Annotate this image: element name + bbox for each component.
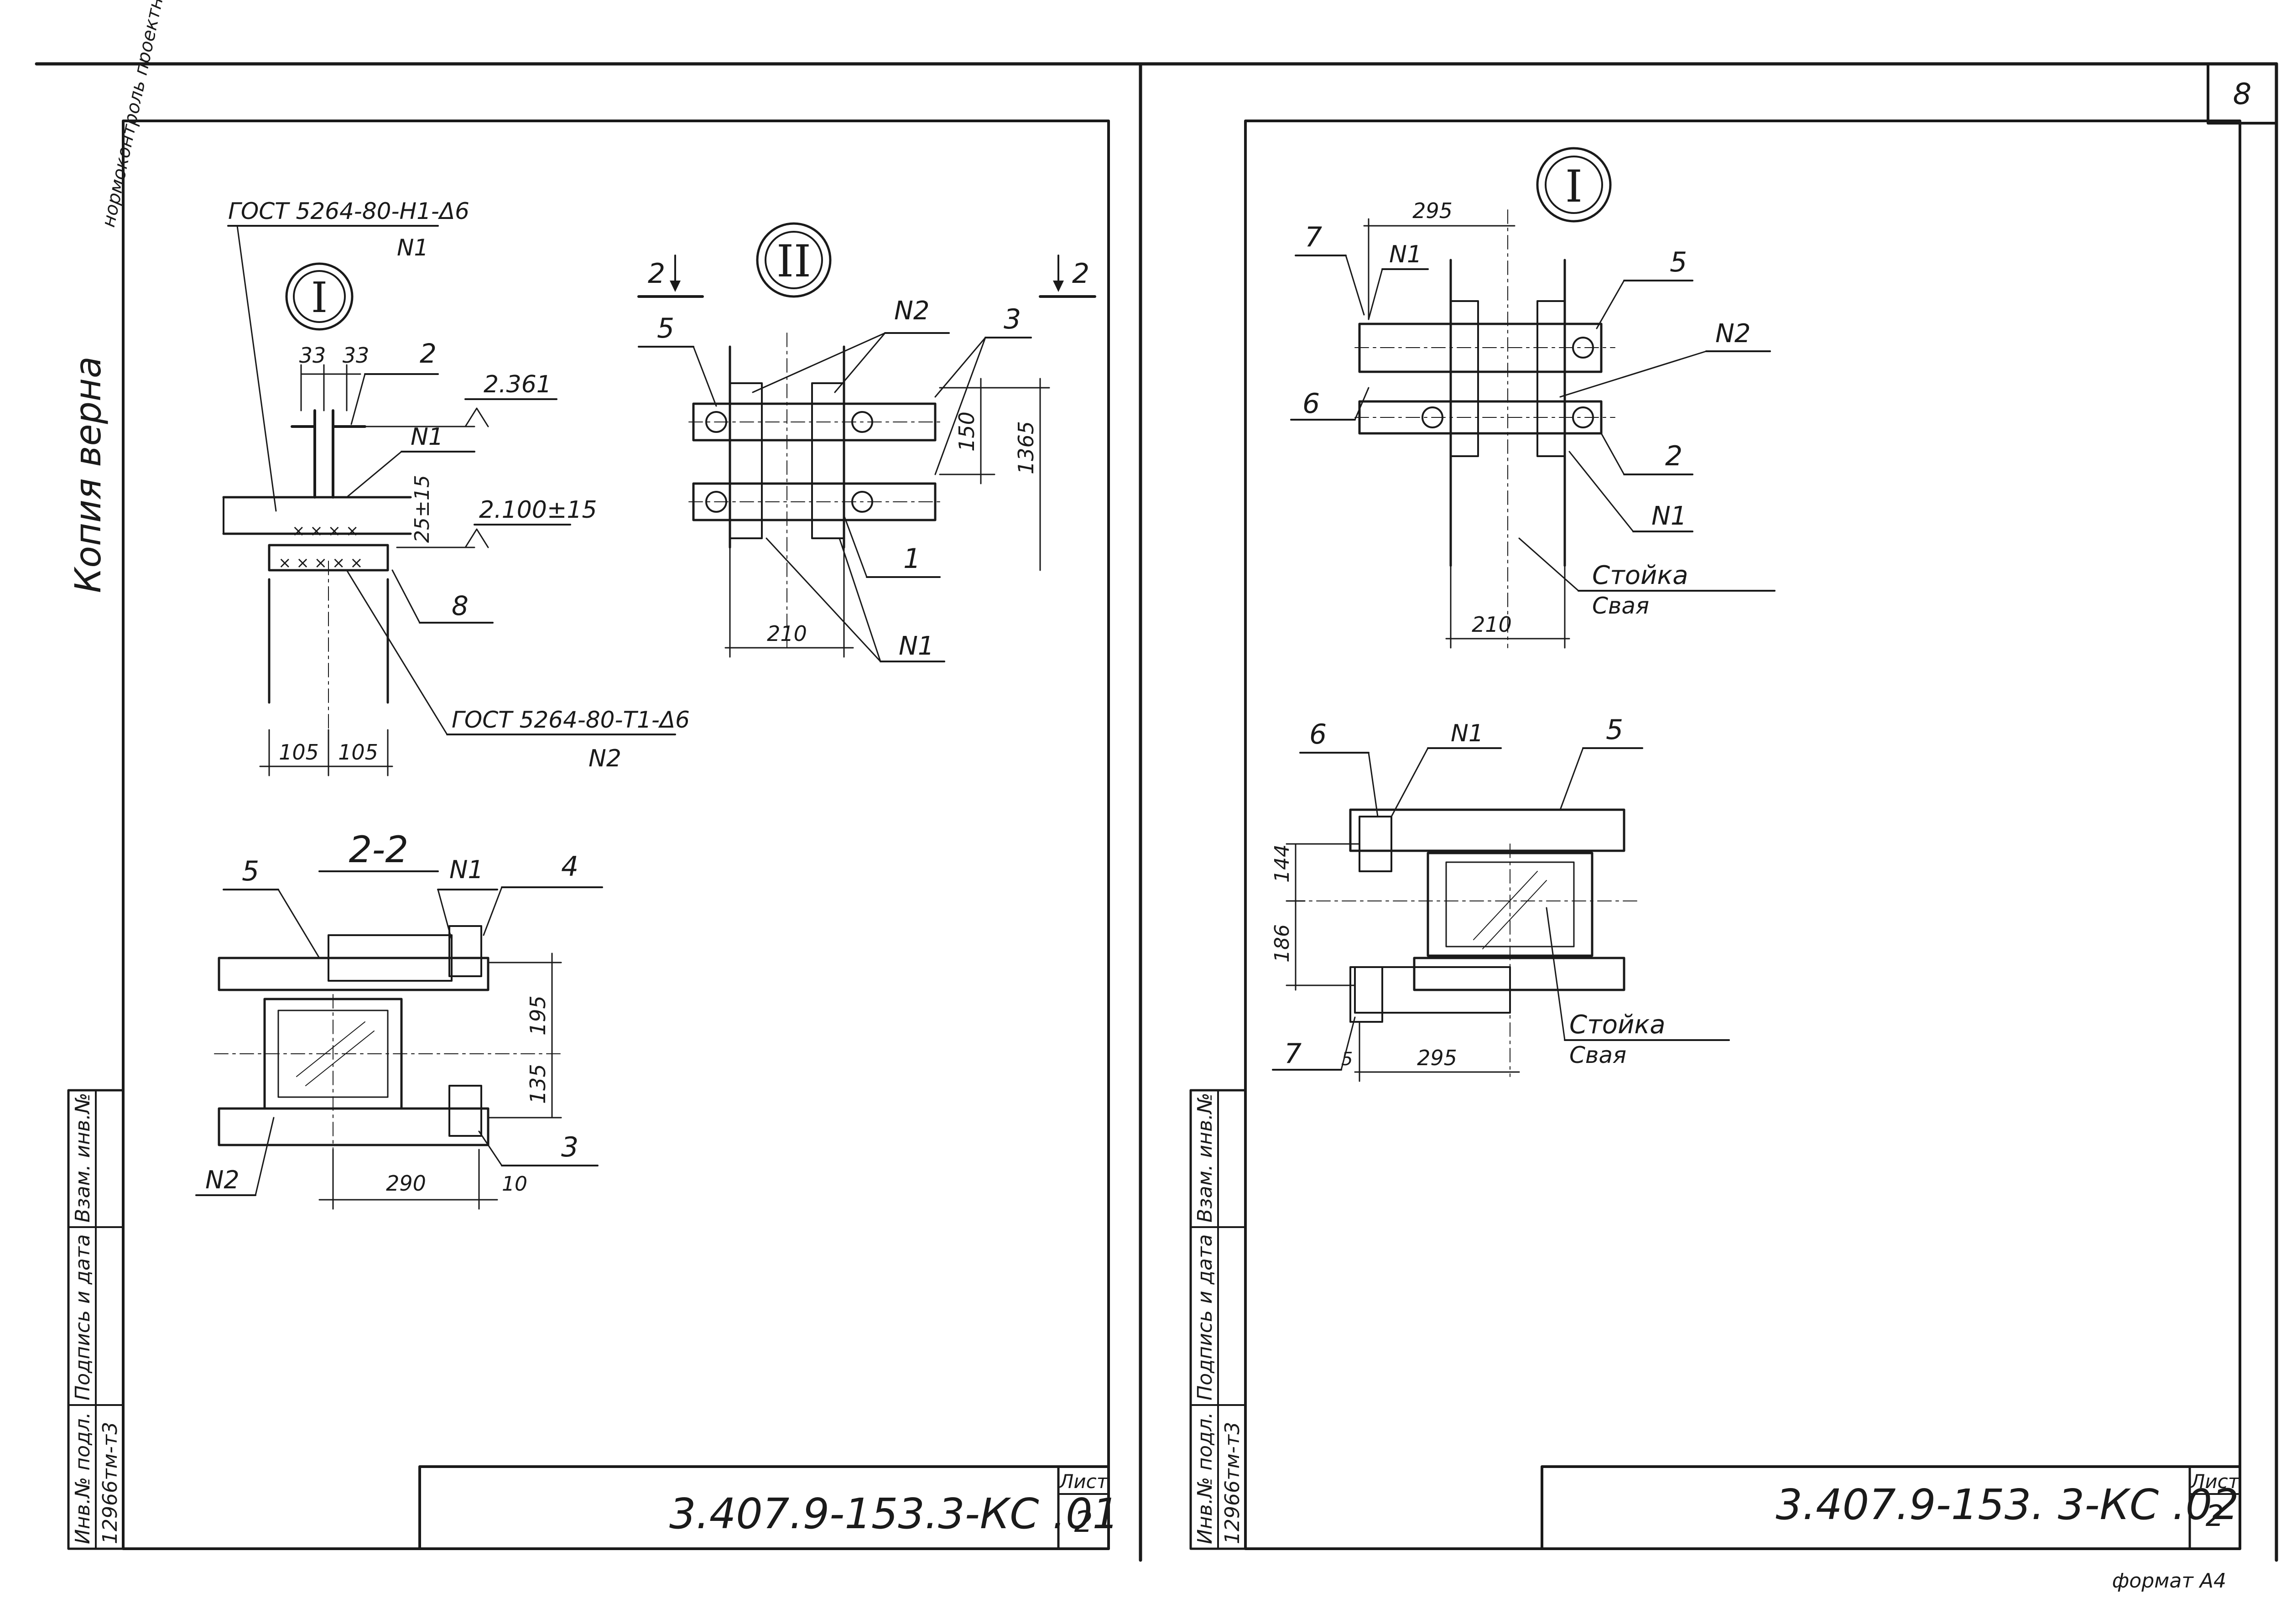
- plan-dim-144: 144: [1271, 844, 1294, 883]
- left-sheet-number: 2: [1074, 1505, 1093, 1539]
- dim-105-b: 105: [338, 740, 378, 765]
- section-pos-3: 3: [561, 1131, 578, 1163]
- dim-10: 10: [502, 1172, 527, 1196]
- section-n2: N2: [205, 1166, 240, 1194]
- dim-33-a: 33: [299, 343, 326, 368]
- section-n1: N1: [449, 855, 484, 884]
- right-pos-2: 2: [1665, 440, 1682, 472]
- node2-n1: N1: [899, 631, 934, 661]
- left-node-1: I ГОСТ 5264-80-Н1-Δ6 N1 × × × × × × × × …: [222, 198, 690, 776]
- plan-n1: N1: [1451, 720, 1484, 747]
- pos-2-label: 2: [420, 338, 437, 369]
- section-title: 2-2: [349, 828, 409, 871]
- left-node-2: II 2 2: [637, 222, 1096, 662]
- corner-signature-note: нормоконтроль проектно-технических докум…: [98, 0, 237, 229]
- vzam-label: Взам. инв.№: [71, 1093, 94, 1223]
- elev-top: 2.361: [484, 371, 552, 398]
- plan-pos-5: 5: [1606, 714, 1623, 746]
- dim-295-top: 295: [1412, 198, 1453, 223]
- node-marker-right: I: [1565, 161, 1583, 212]
- node2-pos-5: 5: [657, 312, 674, 344]
- right-sheet-number: 2: [2206, 1499, 2224, 1533]
- node2-dim-210: 210: [767, 621, 807, 646]
- node2-pos-1: 1: [903, 543, 921, 575]
- right-column-label: Стойка: [1592, 561, 1688, 590]
- handwritten-copy-note: Копия верна: [68, 356, 109, 593]
- left-inner-frame: [122, 120, 1110, 1550]
- inv-number: 12966тм-т3: [99, 1422, 122, 1544]
- n1-label: N1: [411, 423, 443, 451]
- left-drawing-code: 3.407.9-153.3-КС .01: [669, 1489, 1119, 1538]
- format-note: формат А4: [2112, 1569, 2226, 1593]
- dim-150: 150: [954, 411, 979, 452]
- node-marker-1: I: [311, 273, 328, 322]
- left-section-2-2: 2-2 5 N1 4: [195, 828, 603, 1210]
- plan-pos-7: 7: [1284, 1038, 1302, 1070]
- left-title-block: 3.407.9-153.3-КС .01 Лист 2: [418, 1465, 1119, 1550]
- elev-bottom: 2.100±15: [479, 496, 597, 524]
- left-side-stamp: Инв.№ подл. 12966тм-т3 Подпись и дата Вз…: [67, 1089, 125, 1550]
- right-pos-6: 6: [1302, 388, 1320, 420]
- right-node-1: I 295 7 N1: [1290, 147, 1776, 649]
- right-dim-210: 210: [1472, 612, 1512, 637]
- node-marker-2: II: [776, 236, 811, 287]
- weld-marks-n1: × × × ×: [292, 522, 359, 540]
- left-sheet: Инв.№ подл. 12966тм-т3 Подпись и дата Вз…: [67, 120, 1119, 1550]
- dim-1365: 1365: [1014, 421, 1038, 474]
- right-n2: N2: [1715, 319, 1751, 349]
- dim-290: 290: [386, 1171, 426, 1196]
- right-pos-5: 5: [1670, 246, 1687, 278]
- inv-label: Инв.№ подл.: [71, 1412, 94, 1544]
- right-pile-label: Свая: [1592, 593, 1649, 619]
- right-plan-view: 6 N1 5 7 5 Стойка Свая 144 186: [1271, 714, 1730, 1082]
- section-pos-4: 4: [561, 851, 578, 883]
- dim-135: 135: [526, 1064, 550, 1104]
- vzam-label: Взам. инв.№: [1193, 1093, 1217, 1223]
- right-n1: N1: [1651, 501, 1687, 531]
- weld-spec-bottom: ГОСТ 5264-80-Т1-Δ6: [452, 707, 690, 733]
- dim-33-b: 33: [343, 343, 370, 368]
- weld-ref-top: N1: [397, 234, 428, 261]
- right-drawing-code: 3.407.9-153. 3-КС .02: [1776, 1480, 2239, 1529]
- pos-8-label: 8: [452, 590, 469, 621]
- plan-pos-6: 6: [1309, 718, 1327, 750]
- right-pos-7: 7: [1305, 221, 1322, 253]
- dim-195: 195: [526, 995, 550, 1036]
- right-title-block: 3.407.9-153. 3-КС .02 Лист 2: [1541, 1465, 2241, 1550]
- section-pos-5: 5: [242, 855, 259, 887]
- inv-label: Инв.№ подл.: [1193, 1412, 1217, 1544]
- sign-label: Подпись и дата: [1193, 1234, 1217, 1400]
- node2-pos-3: 3: [1004, 303, 1021, 335]
- weld-marks-n2: × × × × ×: [278, 554, 363, 572]
- plan-column-label: Стойка: [1569, 1010, 1666, 1040]
- right-sheet: Инв.№ подл. 12966тм-т3 Подпись и дата Вз…: [1189, 120, 2241, 1550]
- outer-frame: 8: [35, 62, 2278, 1562]
- right-sheet-label: Лист: [2190, 1470, 2240, 1493]
- right-n1-top: N1: [1389, 241, 1422, 268]
- margin-notes: Копия верна нормоконтроль проектно-техни…: [68, 0, 2226, 1593]
- node2-n2: N2: [894, 296, 930, 326]
- left-sheet-label: Лист: [1058, 1470, 1109, 1493]
- dim-25: 25±15: [411, 475, 434, 543]
- sign-label: Подпись и дата: [71, 1234, 94, 1400]
- page-number: 8: [2233, 78, 2252, 111]
- plan-pile-label: Свая: [1569, 1042, 1626, 1068]
- plan-dim-295: 295: [1417, 1046, 1457, 1070]
- inv-number: 12966тм-т3: [1221, 1422, 1244, 1544]
- dim-105-a: 105: [279, 740, 319, 765]
- section-mark-left: 2: [648, 258, 665, 290]
- right-side-stamp: Инв.№ подл. 12966тм-т3 Подпись и дата Вз…: [1189, 1089, 1247, 1550]
- weld-spec-top: ГОСТ 5264-80-Н1-Δ6: [228, 198, 469, 224]
- plan-dim-5: 5: [1341, 1049, 1353, 1070]
- weld-ref-bottom: N2: [588, 745, 621, 772]
- section-mark-right: 2: [1072, 258, 1089, 290]
- plan-dim-186: 186: [1271, 924, 1294, 963]
